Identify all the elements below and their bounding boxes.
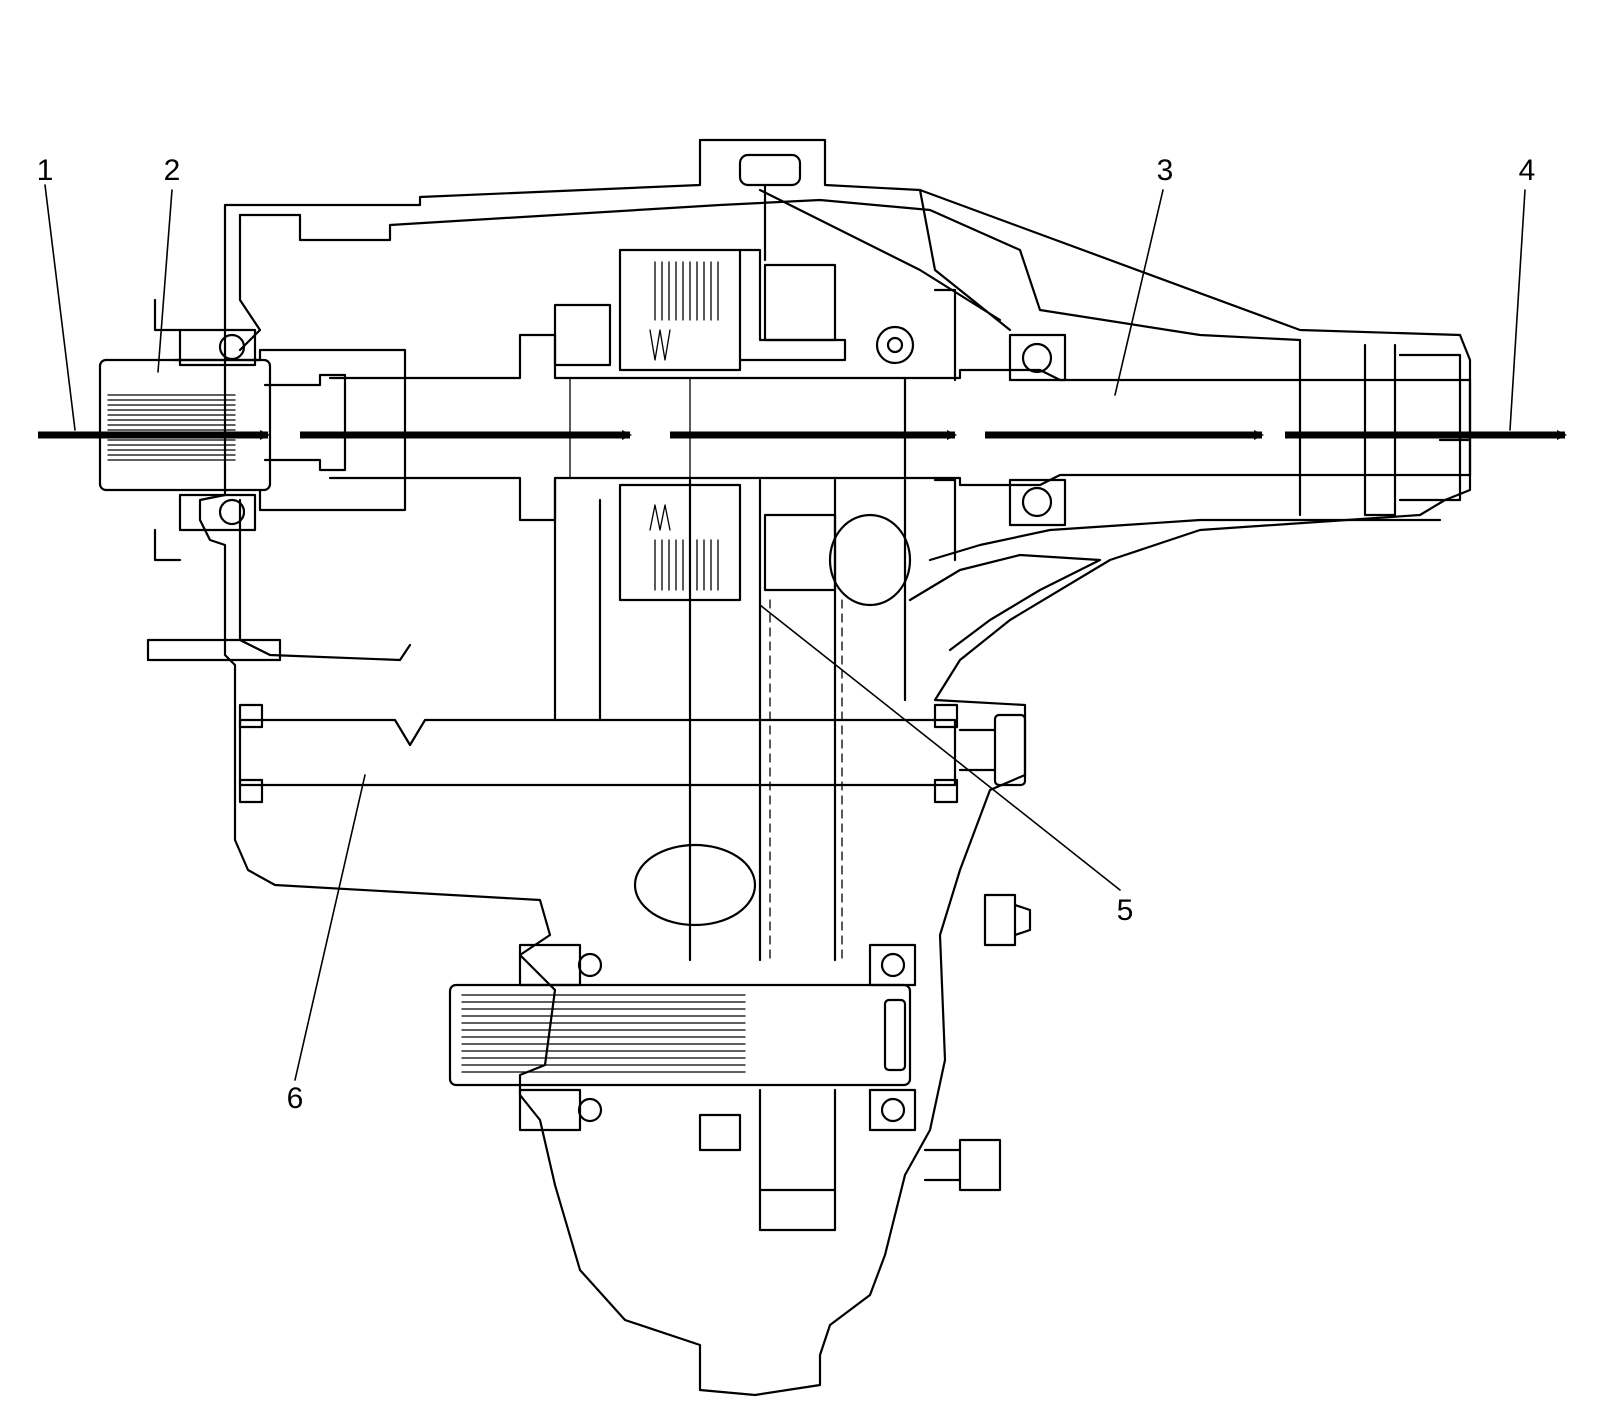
front-shaft-bearing-right-upper [933, 703, 959, 729]
leader-line-4 [1509, 189, 1526, 431]
bolt-right-mid [983, 893, 1032, 947]
callout-1: 1 [37, 154, 54, 187]
front-shaft-bearing-left-lower [238, 778, 264, 804]
top-boss [738, 153, 802, 187]
front-output-shaft [238, 718, 957, 787]
clutch-plates-upper [654, 261, 719, 321]
input-bearing-lower [178, 493, 257, 532]
front-shaft-end-cap [993, 713, 1027, 787]
lower-output-spline-body [448, 983, 912, 1087]
callout-5: 5 [1117, 894, 1134, 927]
input-bearing-upper [178, 328, 257, 367]
front-shaft-bearing-left-upper [238, 703, 264, 729]
housing-upper-diagonal [758, 188, 1012, 332]
callout-3: 3 [1157, 154, 1174, 187]
leader-line-2 [157, 189, 173, 373]
housing-inner-top [238, 198, 1302, 342]
housing-rib [928, 518, 1442, 562]
leader-line-1 [44, 184, 76, 431]
front-shaft-bearing-right-lower [933, 778, 959, 804]
callout-6: 6 [287, 1082, 304, 1115]
clutch-pack-upper [618, 248, 742, 372]
callout-2: 2 [164, 154, 181, 187]
clutch-pack-lower [618, 483, 742, 602]
callout-4: 4 [1519, 154, 1536, 187]
lower-output-splines [461, 994, 746, 1073]
leader-line-6 [294, 774, 366, 1081]
housing-outline [198, 138, 1472, 1397]
rear-bearing-lower [1008, 478, 1067, 527]
housing-rib-2 [908, 553, 1102, 652]
leader-line-5 [759, 604, 1121, 891]
rear-bearing-upper [1008, 333, 1067, 382]
input-shaft-splines [107, 394, 236, 461]
clutch-plates-lower [654, 539, 719, 591]
bolt-right-lower [923, 1138, 1002, 1192]
lower-bearing-left-lower [518, 1088, 582, 1132]
leader-line-3 [1114, 189, 1164, 396]
housing-inner-left [238, 213, 412, 662]
